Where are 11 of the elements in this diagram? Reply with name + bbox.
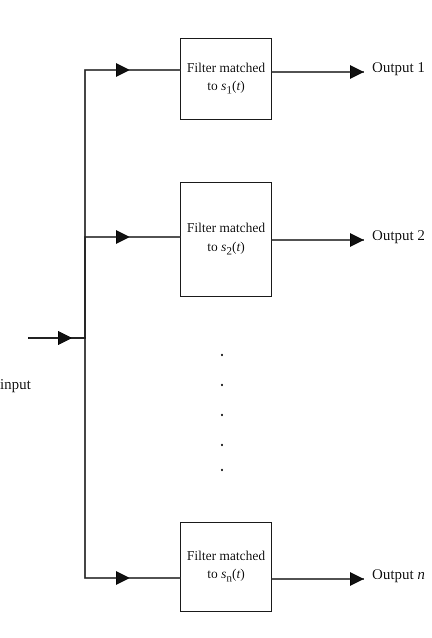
output-label: Output 2 — [372, 228, 432, 250]
output-label: Output 1 — [372, 60, 432, 82]
filter-box: Filter matched to s$_{1}$(t) — [180, 38, 272, 120]
output-label: Output n — [372, 567, 432, 589]
filter-box: Filter matched to s$_{n}$(t) — [180, 522, 272, 612]
arrow — [272, 65, 364, 79]
input-label: input — [0, 338, 48, 394]
arrow — [28, 331, 180, 585]
filter-box: Filter matched to s$_{2}$(t) — [180, 182, 272, 297]
arrow — [272, 572, 364, 586]
arrow — [272, 233, 364, 247]
